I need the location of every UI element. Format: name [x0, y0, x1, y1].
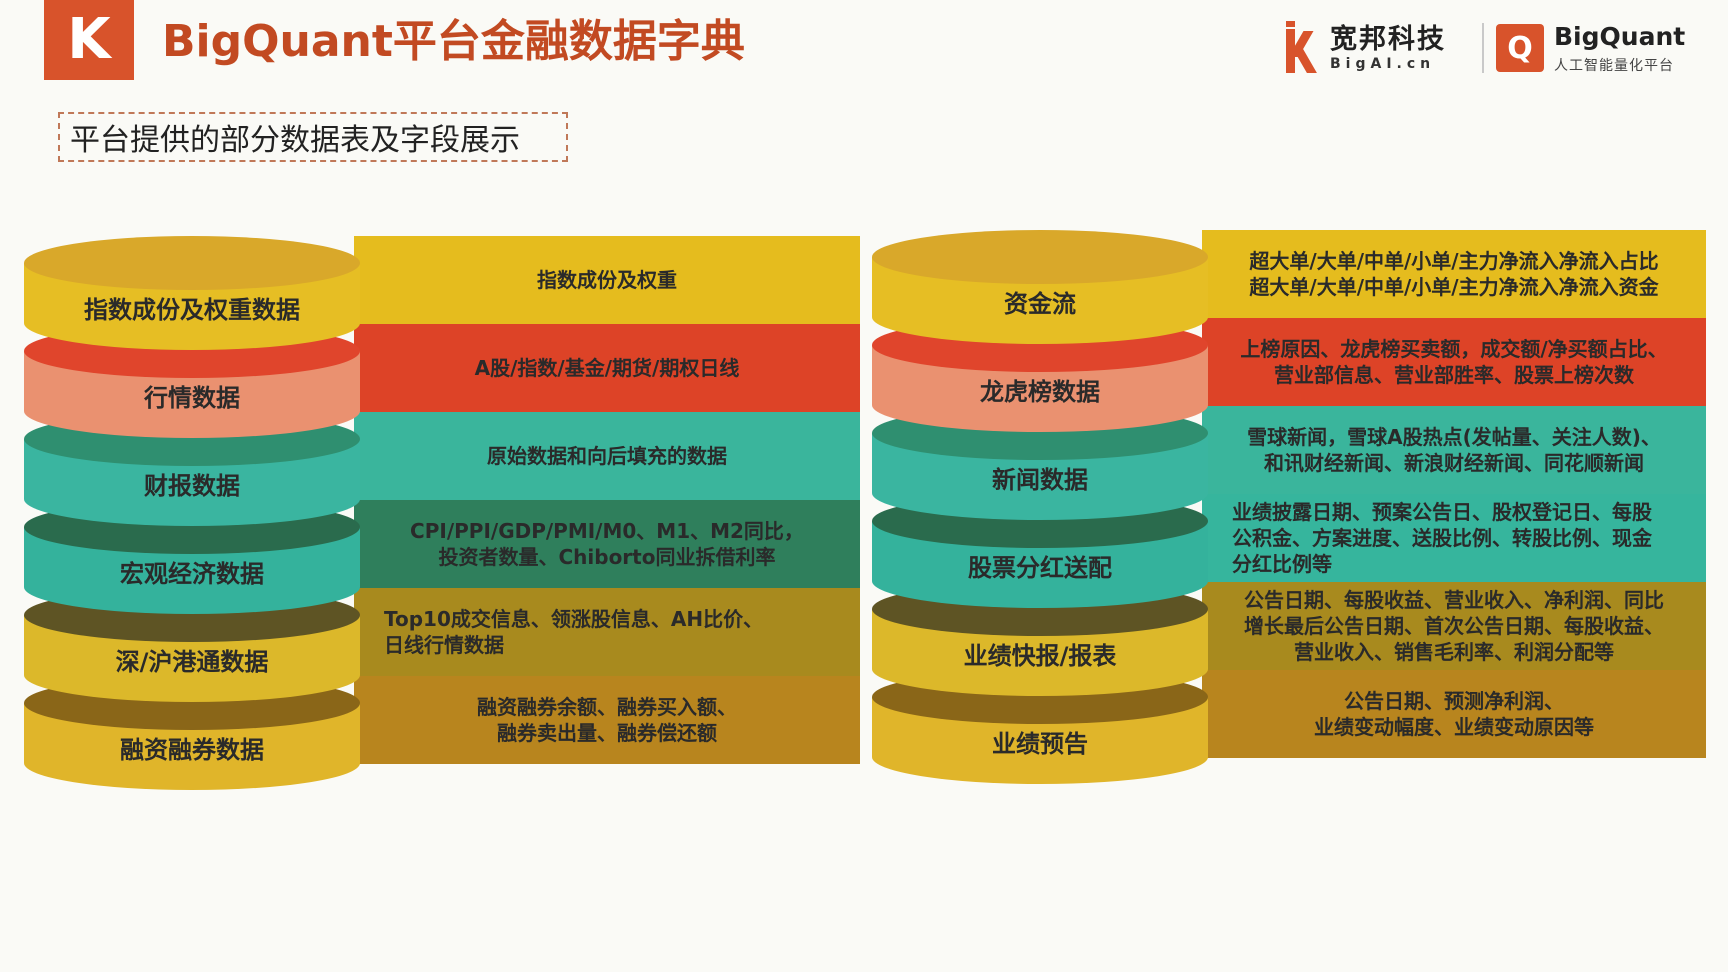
kuanbang-name: 宽邦科技 — [1330, 23, 1446, 55]
data-layer-row: 雪球新闻，雪球A股热点(发帖量、关注人数)、 和讯财经新闻、新浪财经新闻、同花顺… — [872, 406, 1706, 520]
layer-label: 股票分红送配 — [968, 554, 1112, 582]
layer-description: A股/指数/基金/期货/期权日线 — [354, 324, 860, 412]
layer-description: 融资融券余额、融券买入额、 融券卖出量、融券偿还额 — [354, 676, 860, 764]
layer-description-text: 雪球新闻，雪球A股热点(发帖量、关注人数)、 和讯财经新闻、新浪财经新闻、同花顺… — [1247, 425, 1661, 475]
data-layer-row: 超大单/大单/中单/小单/主力净流入净流入占比 超大单/大单/中单/小单/主力净… — [872, 230, 1706, 344]
layer-label: 新闻数据 — [992, 466, 1088, 494]
subtitle-text: 平台提供的部分数据表及字段展示 — [70, 123, 520, 158]
cylinder-disk: 龙虎榜数据 — [872, 318, 1208, 432]
layer-description-text: 融资融券余额、融券买入额、 融券卖出量、融券偿还额 — [477, 695, 737, 745]
layer-description: 上榜原因、龙虎榜买卖额，成交额/净买额占比、 营业部信息、营业部胜率、股票上榜次… — [1202, 318, 1706, 406]
data-layer-row: CPI/PPI/GDP/PMI/M0、M1、M2同比， 投资者数量、Chibor… — [24, 500, 860, 614]
bigquant-slogan: 人工智能量化平台 — [1554, 57, 1674, 74]
layer-label: 指数成份及权重数据 — [84, 296, 300, 324]
kuanbang-k-icon — [1282, 21, 1322, 75]
layer-description: 超大单/大单/中单/小单/主力净流入净流入占比 超大单/大单/中单/小单/主力净… — [1202, 230, 1706, 318]
brand-divider — [1482, 23, 1484, 73]
layer-label: 宏观经济数据 — [120, 560, 264, 588]
layer-description-text: 指数成份及权重 — [537, 268, 677, 292]
layer-description-text: 业绩披露日期、预案公告日、股权登记日、每股 公积金、方案进度、送股比例、转股比例… — [1232, 500, 1652, 576]
layer-description: CPI/PPI/GDP/PMI/M0、M1、M2同比， 投资者数量、Chibor… — [354, 500, 860, 588]
kuanbang-logo: K — [44, 0, 134, 80]
kuanbang-domain: BigAI.cn — [1330, 55, 1436, 72]
cylinder-disk: 指数成份及权重数据 — [24, 236, 360, 350]
data-layer-row: 上榜原因、龙虎榜买卖额，成交额/净买额占比、 营业部信息、营业部胜率、股票上榜次… — [872, 318, 1706, 432]
layer-label: 融资融券数据 — [120, 736, 264, 764]
data-layer-row: 融资融券余额、融券买入额、 融券卖出量、融券偿还额融资融券数据 — [24, 676, 860, 790]
data-layer-row: 业绩披露日期、预案公告日、股权登记日、每股 公积金、方案进度、送股比例、转股比例… — [872, 494, 1706, 608]
layer-label: 业绩快报/报表 — [963, 642, 1117, 670]
bigquant-name: BigQuant — [1554, 21, 1686, 51]
layer-description: 公告日期、每股收益、营业收入、净利润、同比 增长最后公告日期、首次公告日期、每股… — [1202, 582, 1706, 670]
cylinder-disk: 融资融券数据 — [24, 676, 360, 790]
layer-description-text: 公告日期、每股收益、营业收入、净利润、同比 增长最后公告日期、首次公告日期、每股… — [1244, 588, 1664, 664]
layer-description: 指数成份及权重 — [354, 236, 860, 324]
layer-label: 业绩预告 — [992, 730, 1088, 758]
layer-description-text: 超大单/大单/中单/小单/主力净流入净流入占比 超大单/大单/中单/小单/主力净… — [1249, 249, 1659, 299]
layer-description-text: A股/指数/基金/期货/期权日线 — [474, 356, 740, 380]
layer-label: 行情数据 — [144, 384, 240, 412]
cylinder-disk: 股票分红送配 — [872, 494, 1208, 608]
layer-description-text: 原始数据和向后填充的数据 — [487, 444, 727, 468]
cylinder-disk: 新闻数据 — [872, 406, 1208, 520]
right-data-stack: 超大单/大单/中单/小单/主力净流入净流入占比 超大单/大单/中单/小单/主力净… — [872, 230, 1706, 784]
kuanbang-brand: 宽邦科技 BigAI.cn — [1282, 18, 1446, 78]
layer-description: 雪球新闻，雪球A股热点(发帖量、关注人数)、 和讯财经新闻、新浪财经新闻、同花顺… — [1202, 406, 1706, 494]
data-layer-row: A股/指数/基金/期货/期权日线行情数据 — [24, 324, 860, 438]
layer-description: 原始数据和向后填充的数据 — [354, 412, 860, 500]
logo-letter: K — [67, 7, 111, 72]
layer-label: 深/沪港通数据 — [115, 648, 269, 676]
layer-description-text: Top10成交信息、领涨股信息、AH比价、 日线行情数据 — [384, 607, 764, 657]
layer-label: 龙虎榜数据 — [980, 378, 1100, 406]
layer-description-text: 公告日期、预测净利润、 业绩变动幅度、业绩变动原因等 — [1314, 689, 1594, 739]
layer-label: 财报数据 — [144, 472, 240, 500]
data-layer-row: 指数成份及权重指数成份及权重数据 — [24, 236, 860, 350]
subtitle-box: 平台提供的部分数据表及字段展示 — [58, 112, 568, 162]
layer-label: 资金流 — [1004, 290, 1076, 318]
cylinder-disk: 资金流 — [872, 230, 1208, 344]
layer-description: 公告日期、预测净利润、 业绩变动幅度、业绩变动原因等 — [1202, 670, 1706, 758]
layer-description-text: CPI/PPI/GDP/PMI/M0、M1、M2同比， 投资者数量、Chibor… — [410, 519, 804, 569]
layer-description: Top10成交信息、领涨股信息、AH比价、 日线行情数据 — [354, 588, 860, 676]
layer-description-text: 上榜原因、龙虎榜买卖额，成交额/净买额占比、 营业部信息、营业部胜率、股票上榜次… — [1240, 337, 1668, 387]
bigquant-q-icon: Q — [1496, 24, 1544, 72]
data-layer-row: Top10成交信息、领涨股信息、AH比价、 日线行情数据深/沪港通数据 — [24, 588, 860, 702]
page-title: BigQuant平台金融数据字典 — [162, 16, 745, 67]
data-layer-row: 公告日期、每股收益、营业收入、净利润、同比 增长最后公告日期、首次公告日期、每股… — [872, 582, 1706, 696]
bigquant-brand: Q BigQuant 人工智能量化平台 — [1482, 18, 1686, 78]
layer-description: 业绩披露日期、预案公告日、股权登记日、每股 公积金、方案进度、送股比例、转股比例… — [1202, 494, 1706, 582]
